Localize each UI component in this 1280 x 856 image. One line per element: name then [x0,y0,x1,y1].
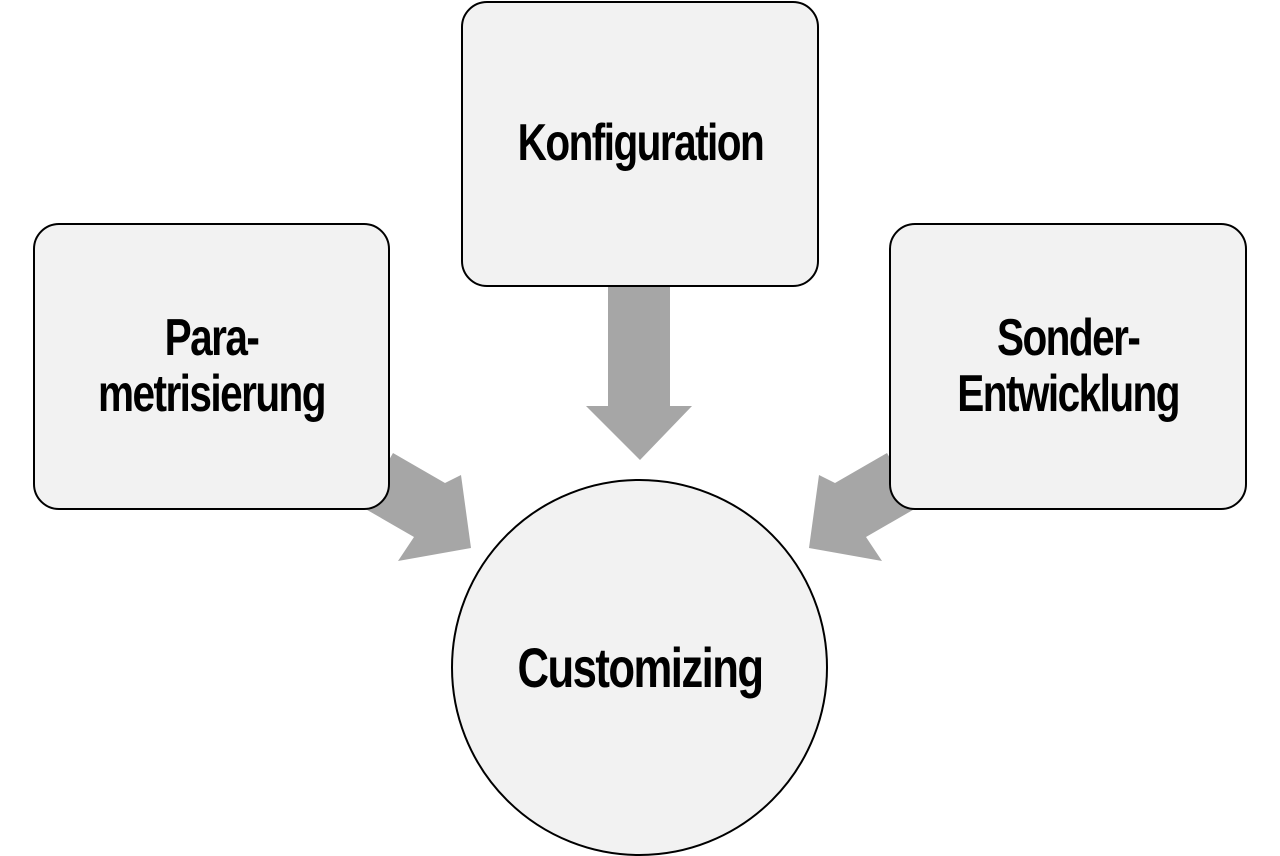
node-sonder-entwicklung-label: Sonder- Entwicklung [957,309,1180,423]
node-konfiguration: Konfiguration [461,1,819,287]
node-customizing-label: Customizing [517,635,763,699]
node-parametrisierung-label: Para- metrisierung [98,309,327,423]
node-parametrisierung: Para- metrisierung [33,223,390,510]
node-sonder-entwicklung: Sonder- Entwicklung [889,223,1247,510]
node-parametrisierung-line1: Para- [164,309,260,368]
node-sonder-entwicklung-line2: Entwicklung [957,364,1180,423]
node-parametrisierung-line2: metrisierung [98,364,327,423]
arrow-top-to-center [586,287,692,460]
node-sonder-entwicklung-line1: Sonder- [996,309,1141,368]
node-customizing: Customizing [451,479,828,856]
node-konfiguration-label: Konfiguration [517,114,764,173]
